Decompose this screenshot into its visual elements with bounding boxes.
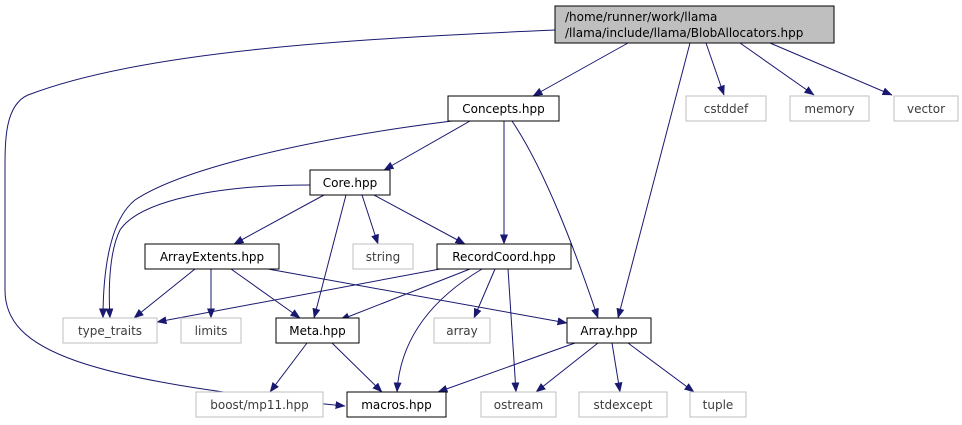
node-label: ArrayExtents.hpp	[160, 250, 264, 264]
edge-recordcoord-to-array	[473, 268, 496, 319]
node-box	[144, 243, 280, 270]
node-box	[480, 391, 557, 418]
node-box	[436, 243, 572, 270]
edge-root-to-concepts	[532, 42, 629, 97]
edge-core-to-type-traits	[105, 184, 311, 319]
edge-recordcoord-to-macros	[393, 268, 483, 393]
node-label: memory	[804, 102, 854, 116]
node-label: vector	[907, 102, 945, 116]
node-box	[195, 391, 324, 418]
node-box	[447, 95, 560, 122]
node-label: boost/mp11.hpp	[210, 398, 309, 412]
node-limits: limits	[180, 317, 242, 344]
node-box	[352, 243, 414, 270]
node-box	[275, 317, 360, 344]
edge-arrayextents-to-array-hpp	[267, 268, 568, 326]
node-label: Array.hpp	[580, 324, 637, 338]
edge-meta-to-boost-mp11	[269, 342, 308, 393]
node-box	[566, 317, 652, 344]
node-stdexcept: stdexcept	[578, 391, 668, 418]
node-root-blob-allocators: /home/runner/work/llama /llama/include/l…	[554, 5, 835, 44]
node-label: Concepts.hpp	[462, 102, 545, 116]
edge-root-to-vector	[769, 42, 893, 96]
node-label: cstddef	[704, 102, 749, 116]
node-label: Core.hpp	[323, 176, 377, 190]
node-memory: memory	[789, 95, 870, 122]
node-label: string	[366, 250, 400, 264]
edge-root-to-macros	[4, 29, 556, 410]
node-meta-hpp[interactable]: Meta.hpp	[275, 317, 360, 344]
node-ostream: ostream	[480, 391, 557, 418]
edge-recordcoord-to-type-traits	[156, 268, 441, 325]
edge-arrayextents-to-type-traits	[133, 268, 196, 319]
node-box	[346, 391, 447, 418]
node-array-hpp[interactable]: Array.hpp	[566, 317, 652, 344]
node-box	[789, 95, 870, 122]
edge-root-to-memory	[739, 42, 815, 96]
edge-core-to-arrayextents	[233, 194, 325, 245]
node-vector: vector	[893, 95, 959, 122]
node-arrayextents-hpp[interactable]: ArrayExtents.hpp	[144, 243, 280, 270]
edge-array-hpp-to-macros	[437, 342, 576, 393]
node-label: macros.hpp	[361, 398, 432, 412]
edge-array-hpp-to-stdexcept	[611, 342, 623, 393]
edge-meta-to-macros	[331, 342, 383, 393]
node-box	[578, 391, 668, 418]
edge-recordcoord-to-ostream	[507, 268, 520, 393]
node-type-traits: type_traits	[62, 317, 158, 344]
node-root-label-line2: /llama/include/llama/BlobAllocators.hpp	[565, 26, 803, 40]
node-label: RecordCoord.hpp	[452, 250, 556, 264]
edge-arrayextents-to-meta	[230, 268, 301, 319]
node-label: ostream	[494, 398, 543, 412]
node-box	[685, 95, 767, 122]
dependency-edges	[4, 29, 893, 410]
node-box	[689, 391, 747, 418]
node-cstddef: cstddef	[685, 95, 767, 122]
node-box	[62, 317, 158, 344]
node-label: type_traits	[78, 324, 142, 338]
node-boost-mp11: boost/mp11.hpp	[195, 391, 324, 418]
edge-array-hpp-to-ostream	[535, 342, 599, 393]
edge-root-to-array-hpp	[616, 42, 691, 319]
edge-recordcoord-to-meta	[339, 268, 471, 321]
node-label: stdexcept	[594, 398, 653, 412]
node-tuple: tuple	[689, 391, 747, 418]
edge-concepts-to-core	[383, 120, 471, 171]
node-string: string	[352, 243, 414, 270]
node-label: array	[446, 324, 477, 338]
node-macros-hpp[interactable]: macros.hpp	[346, 391, 447, 418]
node-box	[309, 169, 391, 196]
node-root-box	[554, 5, 835, 44]
edge-concepts-to-array-hpp	[511, 120, 599, 319]
node-label: limits	[195, 324, 228, 338]
node-box	[180, 317, 242, 344]
node-label: tuple	[703, 398, 734, 412]
edge-root-to-cstddef	[705, 42, 725, 96]
node-root-label-line1: /home/runner/work/llama	[565, 10, 717, 24]
node-box	[433, 317, 491, 344]
edge-core-to-recordcoord	[373, 194, 466, 245]
edge-concepts-to-type-traits	[99, 120, 453, 319]
edge-core-to-meta	[312, 194, 347, 319]
node-core-hpp[interactable]: Core.hpp	[309, 169, 391, 196]
node-box	[893, 95, 959, 122]
edge-core-to-string	[361, 194, 379, 245]
edge-array-hpp-to-tuple	[627, 342, 695, 393]
node-recordcoord-hpp[interactable]: RecordCoord.hpp	[436, 243, 572, 270]
node-concepts-hpp[interactable]: Concepts.hpp	[447, 95, 560, 122]
node-array: array	[433, 317, 491, 344]
node-label: Meta.hpp	[289, 324, 345, 338]
